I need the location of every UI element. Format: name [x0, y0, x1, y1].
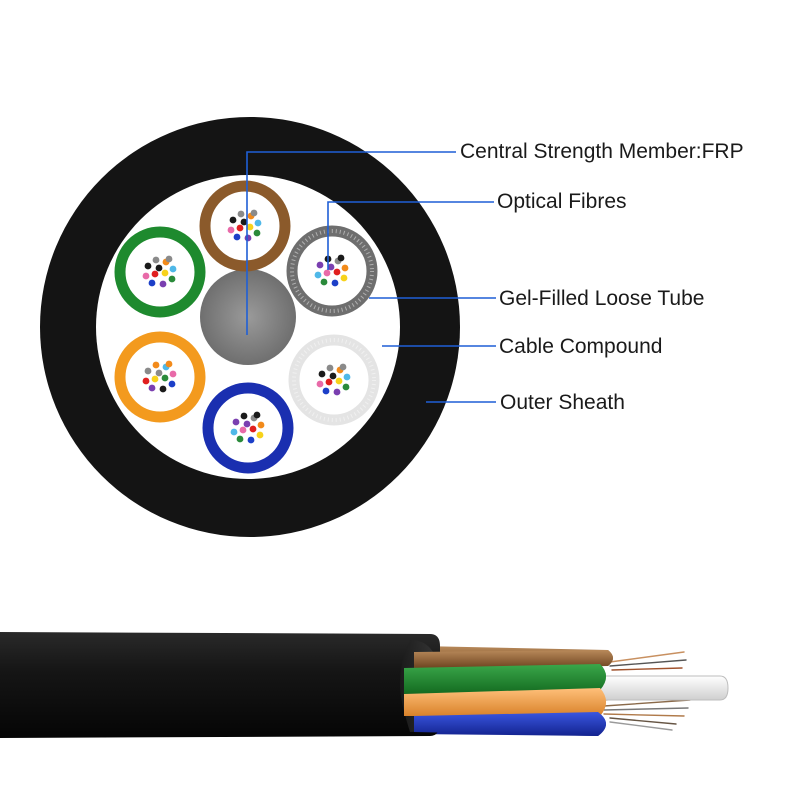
loose-tube-blue	[202, 382, 294, 474]
cable-body	[0, 632, 440, 738]
optical-fibre	[165, 360, 173, 368]
optical-fibre	[169, 370, 177, 378]
loose-tube-gray	[286, 225, 378, 317]
optical-fibre	[335, 377, 343, 385]
optical-fibre	[169, 265, 177, 273]
loose-tube-white-texture	[292, 338, 376, 422]
optical-fibre	[340, 274, 348, 282]
green-loose-tube-front	[404, 664, 606, 694]
optical-fibre	[159, 280, 167, 288]
optical-fibre	[316, 261, 324, 269]
optical-fibre	[333, 388, 341, 396]
optical-fibre	[240, 412, 248, 420]
optical-fibre	[247, 436, 255, 444]
optical-fibre	[151, 270, 159, 278]
optical-fibre	[342, 383, 350, 391]
optical-fibre	[144, 367, 152, 375]
loose-tube-green	[114, 226, 206, 318]
optical-fibre	[329, 372, 337, 380]
optical-fibre	[236, 435, 244, 443]
brown-loose-tube-front	[414, 650, 613, 668]
optical-fibre	[331, 279, 339, 287]
orange-loose-tube-front	[404, 688, 606, 716]
cable-side-view	[0, 632, 729, 738]
optical-fibre	[253, 411, 261, 419]
optical-fibre	[227, 226, 235, 234]
optical-fibre	[320, 278, 328, 286]
optical-fibre	[254, 219, 262, 227]
optical-fibre	[148, 384, 156, 392]
optical-fibre	[249, 425, 257, 433]
optical-fibre	[233, 233, 241, 241]
optical-fibre	[148, 279, 156, 287]
optical-fibre	[236, 224, 244, 232]
label-central-strength-member: Central Strength Member:FRP	[460, 140, 744, 163]
optical-fibre	[165, 255, 173, 263]
optical-fibre	[322, 387, 330, 395]
optical-fibre	[318, 370, 326, 378]
optical-fibre	[246, 223, 254, 231]
optical-fibre	[337, 254, 345, 262]
optical-fibre	[257, 421, 265, 429]
optical-fibre	[229, 216, 237, 224]
optical-fibre	[326, 364, 334, 372]
loose-tube-white	[288, 334, 380, 426]
optical-fibre	[152, 256, 160, 264]
optical-fibre	[253, 229, 261, 237]
optical-fibre	[142, 377, 150, 385]
optical-fibre	[155, 264, 163, 272]
label-outer-sheath: Outer Sheath	[500, 391, 625, 414]
optical-fibre	[152, 361, 160, 369]
optical-fibre	[151, 375, 159, 383]
optical-fibre	[168, 380, 176, 388]
optical-fibre	[237, 210, 245, 218]
optical-fibre	[239, 426, 247, 434]
optical-fibre	[161, 374, 169, 382]
blue-loose-tube-front	[414, 712, 606, 736]
leader-central-strength-member	[246, 151, 456, 335]
optical-fibre	[323, 269, 331, 277]
optical-fibre	[142, 272, 150, 280]
optical-fibre	[339, 363, 347, 371]
optical-fibre	[232, 418, 240, 426]
optical-fibre	[243, 420, 251, 428]
label-optical-fibres: Optical Fibres	[497, 190, 627, 213]
leader-optical-fibres	[327, 201, 494, 270]
optical-fibre	[333, 268, 341, 276]
loose-tube-orange	[114, 331, 206, 423]
optical-fibre	[159, 385, 167, 393]
loose-tube-brown	[199, 180, 291, 272]
optical-fibre	[314, 271, 322, 279]
optical-fibre	[327, 263, 335, 271]
label-gel-filled-loose-tube: Gel-Filled Loose Tube	[499, 287, 705, 310]
optical-fibre	[343, 373, 351, 381]
optical-fibre	[250, 209, 258, 217]
optical-fibre	[244, 234, 252, 242]
central-strength-member	[200, 269, 296, 365]
leader-lines	[246, 151, 496, 403]
optical-fibre	[168, 275, 176, 283]
optical-fibre	[230, 428, 238, 436]
optical-fibre	[155, 369, 163, 377]
optical-fibre	[341, 264, 349, 272]
optical-fibre	[161, 269, 169, 277]
optical-fibre	[316, 380, 324, 388]
loose-tube-gray-texture	[290, 229, 374, 313]
loose-tubes	[114, 180, 380, 474]
optical-fibre	[144, 262, 152, 270]
optical-fibre	[256, 431, 264, 439]
optical-fibre	[325, 378, 333, 386]
exposed-fibres	[603, 651, 691, 731]
optical-fibre	[240, 218, 248, 226]
label-cable-compound: Cable Compound	[499, 335, 663, 358]
cable-cross-section	[40, 117, 460, 537]
